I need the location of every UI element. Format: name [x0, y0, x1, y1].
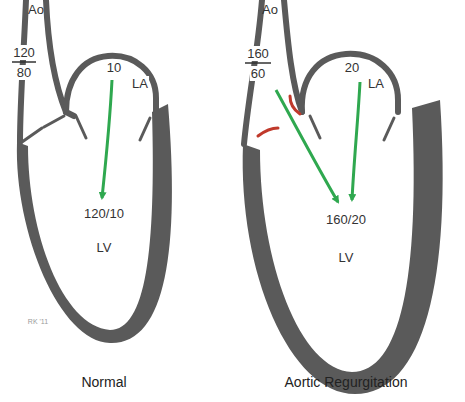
- atrium-wall: [302, 54, 398, 112]
- flow-arrow: [276, 90, 338, 202]
- pressure-value: 120: [12, 45, 36, 60]
- chamber-label: LA: [367, 76, 385, 91]
- pressure-value: 120/10: [83, 206, 125, 221]
- chamber-label: LA: [131, 76, 149, 91]
- aorta-wall: [46, 0, 66, 112]
- ventricle-wall: [243, 100, 443, 394]
- pressure-value: 20: [344, 60, 360, 75]
- pressure-value: 60: [250, 66, 266, 81]
- flow-arrow: [352, 82, 360, 200]
- aorta-wall: [284, 0, 302, 112]
- watermark: RK '11: [28, 318, 48, 326]
- aortic-valve: [22, 128, 42, 142]
- panel-caption: Normal: [81, 374, 126, 390]
- ventricle-wall: [17, 104, 172, 343]
- pressure-value: 160/20: [325, 212, 367, 227]
- fraction-bar: [12, 61, 36, 63]
- regurgitant-valve: [258, 128, 278, 136]
- atrium-wall: [66, 112, 74, 116]
- chamber-label: LV: [96, 240, 113, 255]
- panel-caption: Aortic Regurgitation: [285, 374, 408, 390]
- vessel-label: Ao: [28, 2, 44, 17]
- regurgitant-valve: [290, 96, 300, 114]
- pressure-value: 160: [246, 46, 270, 61]
- mitral-leaflet: [140, 118, 150, 140]
- chamber-label: LV: [338, 250, 355, 265]
- pressure-value: 10: [106, 60, 122, 75]
- mitral-leaflet: [76, 116, 86, 138]
- flow-arrow: [102, 80, 112, 198]
- pressure-value: 80: [16, 65, 32, 80]
- aortic-valve: [44, 116, 64, 127]
- mitral-leaflet: [310, 116, 320, 138]
- fraction-bar: [245, 62, 271, 64]
- vessel-label: Ao: [262, 2, 278, 17]
- mitral-leaflet: [384, 118, 394, 140]
